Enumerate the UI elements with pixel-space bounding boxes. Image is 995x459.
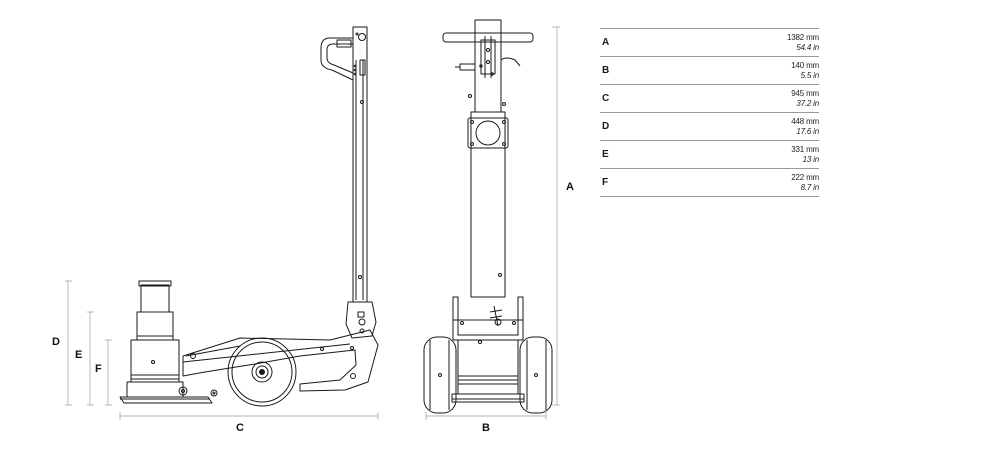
imperial-value: 37.2 in bbox=[796, 98, 819, 108]
front-view-jack bbox=[423, 19, 553, 414]
imperial-value: 8.7 in bbox=[800, 182, 820, 192]
dim-label-a: A bbox=[566, 181, 574, 193]
imperial-value: 13 in bbox=[802, 154, 820, 164]
dim-label-f: F bbox=[95, 363, 102, 375]
dimension-key: E bbox=[600, 140, 632, 169]
side-view-jack bbox=[119, 26, 379, 407]
imperial-value: 17.6 in bbox=[796, 126, 819, 136]
metric-value: 140 mm bbox=[791, 60, 819, 70]
dimension-key: B bbox=[600, 56, 632, 85]
metric-value: 945 mm bbox=[791, 88, 819, 98]
dimension-key: C bbox=[600, 84, 632, 113]
imperial-value: 54.4 in bbox=[796, 42, 819, 52]
metric-value: 1382 mm bbox=[787, 32, 819, 42]
dim-label-c: C bbox=[236, 422, 244, 434]
dimension-key: D bbox=[600, 112, 632, 141]
metric-value: 331 mm bbox=[791, 144, 819, 154]
dimension-lines bbox=[65, 26, 560, 420]
dimension-key: A bbox=[600, 28, 632, 57]
dim-label-e: E bbox=[75, 349, 82, 361]
metric-value: 448 mm bbox=[791, 116, 819, 126]
dim-label-b: B bbox=[482, 422, 490, 434]
imperial-value: 5.5 in bbox=[800, 70, 820, 80]
metric-value: 222 mm bbox=[791, 172, 819, 182]
dim-label-d: D bbox=[52, 336, 60, 348]
dimension-key: F bbox=[600, 168, 632, 197]
